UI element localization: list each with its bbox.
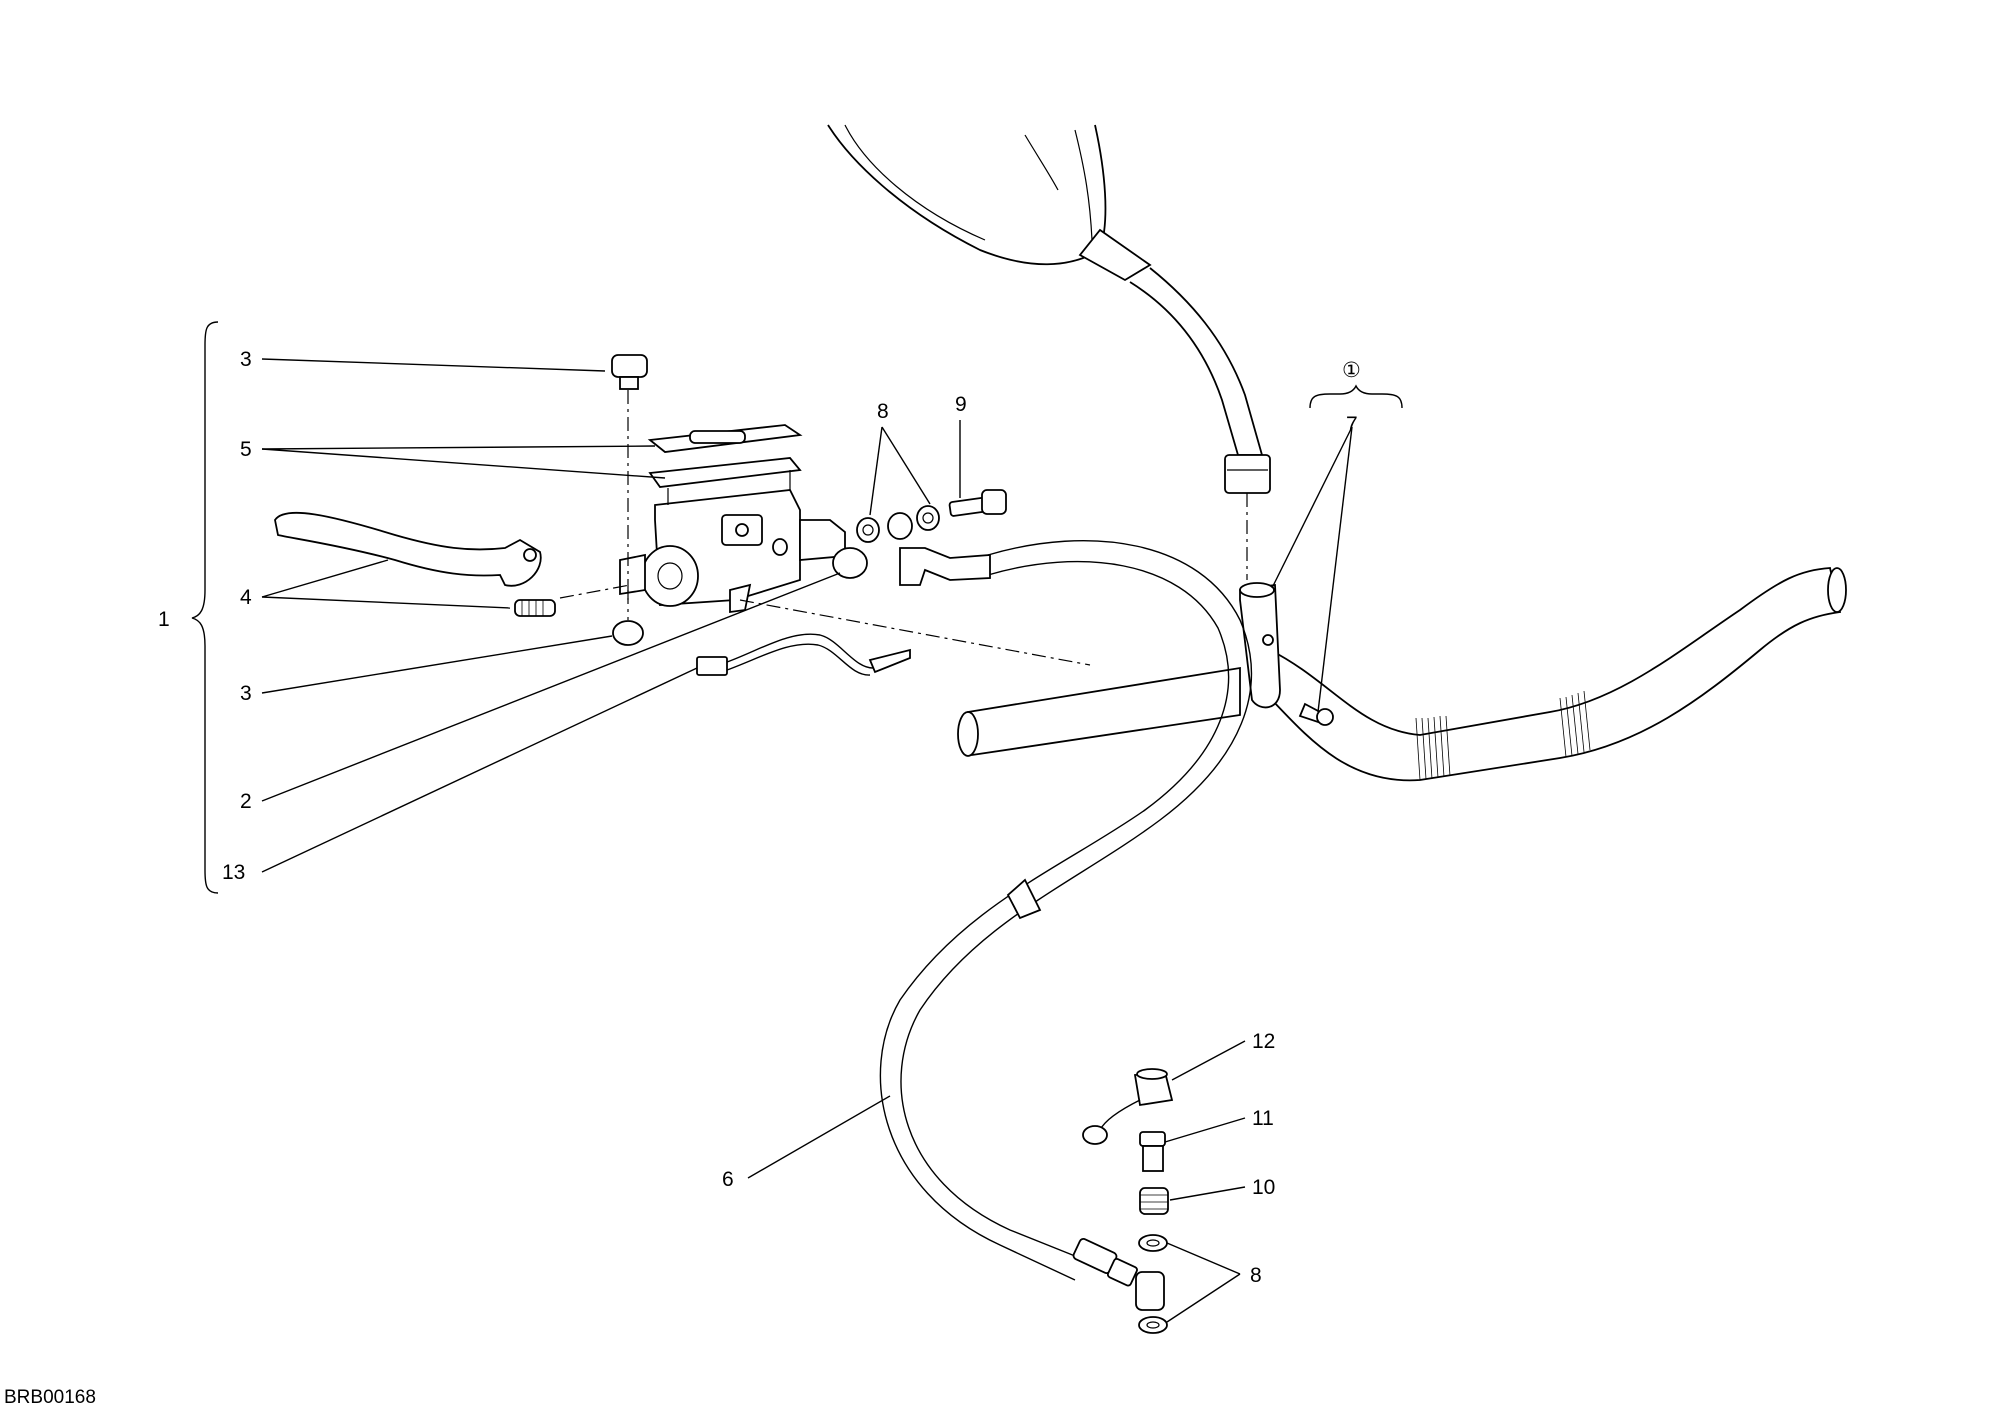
callout-10: 10	[1252, 1176, 1275, 1199]
callout-5: 5	[240, 438, 252, 461]
callout-8-bottom: 8	[1250, 1264, 1262, 1287]
callout-4: 4	[240, 586, 252, 609]
callout-3-bottom: 3	[240, 682, 252, 705]
circled-note: ①	[1342, 359, 1361, 382]
dust-cap	[832, 547, 868, 579]
mirror-drawing	[827, 124, 1271, 580]
callout-labels: 3 5 4 3 2 13 8 9 7 6 12 11 10 8 1 ① BRB0…	[4, 348, 1361, 1408]
bleed-valve	[1139, 1131, 1166, 1172]
bleed-screw	[1139, 1187, 1169, 1215]
group-bracket	[191, 321, 219, 894]
banjo-washers-bottom	[1138, 1234, 1168, 1334]
pivot-screw	[514, 599, 556, 617]
handlebar-drawing	[957, 567, 1847, 782]
callout-3-top: 3	[240, 348, 252, 371]
callout-12: 12	[1252, 1030, 1275, 1053]
bleed-cap	[1082, 1068, 1174, 1145]
callout-9: 9	[955, 393, 967, 416]
reservoir-screw-top	[611, 354, 648, 600]
leader-lines	[261, 358, 1353, 1323]
grip-knurl-1	[1415, 715, 1451, 781]
note-bracket	[1309, 384, 1403, 409]
hose-upper-banjo	[887, 512, 991, 586]
grip-knurl-2	[1559, 690, 1591, 758]
callout-7: 7	[1346, 413, 1358, 436]
brake-lever	[274, 511, 542, 587]
callout-6: 6	[722, 1168, 734, 1191]
reservoir-nut-bottom	[612, 590, 644, 646]
callout-11: 11	[1252, 1107, 1274, 1130]
banjo-washers-top	[856, 505, 940, 543]
hydraulic-hose	[879, 540, 1253, 1281]
group-label: 1	[158, 608, 170, 631]
callout-2: 2	[240, 790, 252, 813]
brake-light-switch	[696, 633, 911, 676]
hose-lower-end	[1072, 1237, 1165, 1311]
drawing-code: BRB00168	[4, 1387, 96, 1408]
mirror-clamp	[1239, 582, 1334, 726]
master-cylinder	[619, 424, 846, 614]
callout-8-top: 8	[877, 400, 889, 423]
callout-13: 13	[222, 861, 245, 884]
banjo-bolt-top	[948, 489, 1007, 517]
